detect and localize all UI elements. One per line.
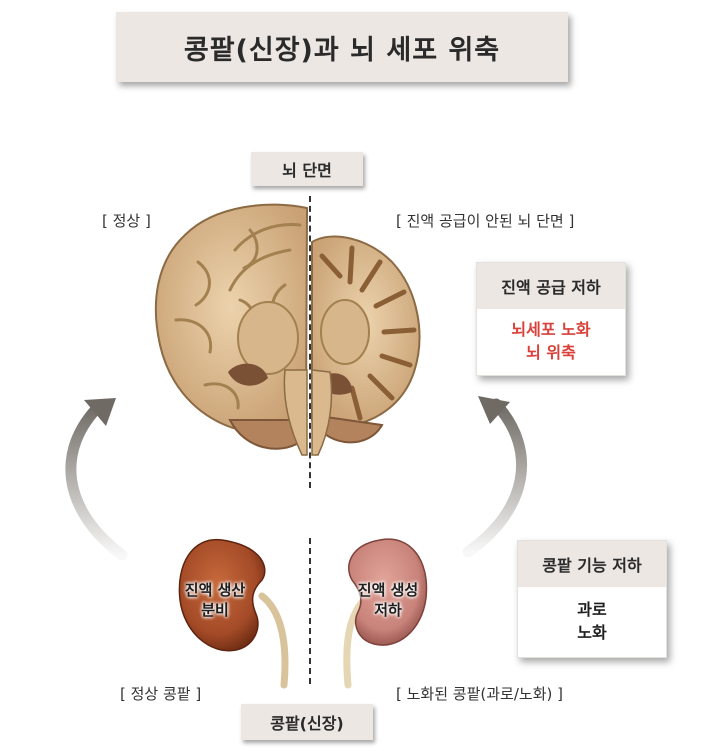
kidney-section-label-text: 콩팥(신장) — [270, 714, 344, 733]
caption-aged-kidney: [ 노화된 콩팥(과로/노화) ] — [396, 685, 563, 703]
brain-info-card-line-1: 뇌세포 노화 — [511, 320, 591, 339]
left-curved-arrow — [65, 398, 128, 561]
brain-section-label: 뇌 단면 — [251, 152, 363, 186]
caption-normal-kidney: [ 정상 콩팥 ] — [120, 685, 202, 703]
brain-section-label-text: 뇌 단면 — [282, 161, 332, 180]
kidney-divider-line — [309, 538, 311, 684]
aged-kidney-label-line-2: 저하 — [374, 601, 402, 619]
kidney-info-card-body: 과로 노화 — [518, 587, 666, 655]
brain-divider-line — [309, 196, 311, 488]
caption-affected-brain: [ 진액 공급이 안된 뇌 단면 ] — [396, 212, 575, 230]
normal-kidney-label-line-2: 분비 — [201, 601, 229, 619]
kidney-info-card: 콩팥 기능 저하 과로 노화 — [517, 540, 667, 658]
title-banner: 콩팥(신장)과 뇌 세포 위축 — [116, 12, 568, 82]
brain-info-card-header: 진액 공급 저하 — [477, 263, 625, 309]
kidney-info-card-header: 콩팥 기능 저하 — [518, 541, 666, 587]
brain-info-card-line-2: 뇌 위축 — [526, 343, 576, 362]
page-title: 콩팥(신장)과 뇌 세포 위축 — [183, 34, 501, 66]
kidney-info-card-line-1: 과로 — [577, 600, 607, 619]
aged-kidney-label-line-1: 진액 생성 — [357, 581, 419, 599]
brain-info-card-body: 뇌세포 노화 뇌 위축 — [477, 309, 625, 373]
normal-kidney-label-line-1: 진액 생산 — [184, 581, 246, 599]
brain-info-card: 진액 공급 저하 뇌세포 노화 뇌 위축 — [476, 262, 626, 376]
kidney-section-label: 콩팥(신장) — [241, 704, 373, 740]
normal-brain-hemisphere — [154, 203, 309, 456]
atrophied-brain-hemisphere — [311, 235, 421, 456]
caption-normal-brain: [ 정상 ] — [102, 212, 151, 230]
normal-kidney-label: 진액 생산 분비 — [165, 580, 265, 620]
kidney-info-card-line-2: 노화 — [577, 623, 607, 642]
aged-kidney-label: 진액 생성 저하 — [338, 580, 438, 620]
right-curved-arrow — [462, 396, 528, 558]
